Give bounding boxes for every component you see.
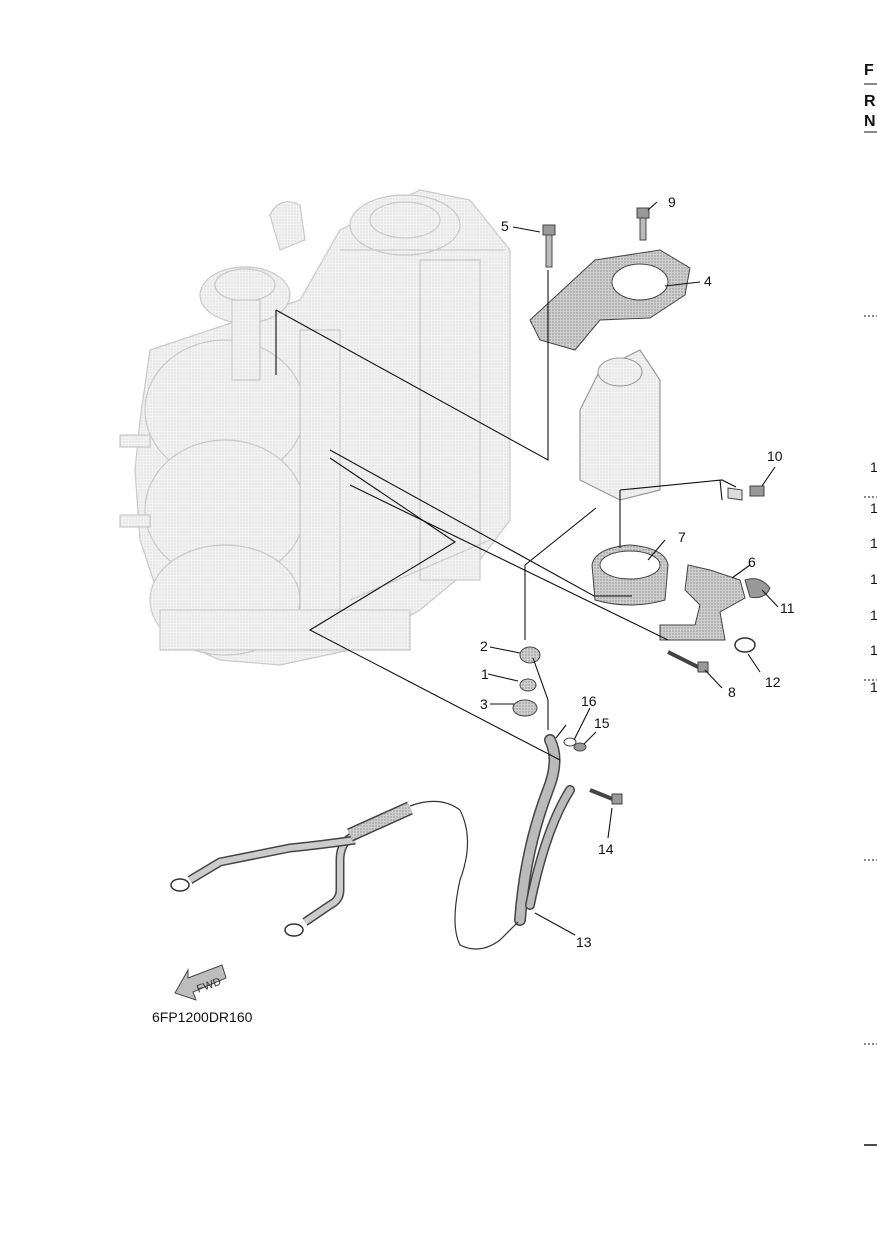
battery-cable-13-part — [170, 734, 575, 950]
header-letter-r: R — [864, 93, 876, 110]
forward-direction-arrow-icon: FWD — [174, 964, 227, 1001]
bolt-9-part — [636, 207, 650, 241]
callout-5: 5 — [501, 218, 509, 234]
callout-15: 15 — [594, 715, 610, 731]
starter-motor-part — [579, 349, 661, 501]
leader-lines — [275, 201, 779, 936]
right-col-item: 1 — [870, 679, 877, 695]
callout-3: 3 — [480, 696, 488, 712]
header-letter-n: N — [864, 113, 876, 130]
right-col-item: 1 — [870, 607, 877, 623]
clamp-12-part — [734, 637, 756, 653]
callout-14: 14 — [598, 841, 614, 857]
bolt-14-part — [589, 788, 623, 805]
callout-7: 7 — [678, 529, 686, 545]
callout-11: 11 — [780, 600, 795, 616]
bolt-5-part — [542, 224, 556, 268]
starter-band-7-part — [591, 544, 669, 606]
strap-6-part — [659, 564, 746, 641]
header-letter-f: F — [864, 62, 874, 79]
grommet-parts-1-2-3 — [512, 646, 541, 717]
clip-11-part — [744, 578, 771, 599]
right-col-item: 1 — [870, 459, 877, 475]
callout-1: 1 — [481, 666, 489, 682]
callout-6: 6 — [748, 554, 756, 570]
right-edge-column: F R N 1 1 1 1 1 1 1 — [864, 62, 877, 1146]
callout-2: 2 — [480, 638, 488, 654]
nut-washer-15-16-parts — [563, 737, 587, 752]
callout-4: 4 — [704, 273, 712, 289]
callout-8: 8 — [728, 684, 736, 700]
bolt-10-part — [727, 485, 765, 501]
right-col-item: 1 — [870, 535, 877, 551]
starter-bracket-part — [529, 249, 691, 351]
callout-13: 13 — [576, 934, 592, 950]
bolt-8-part — [667, 650, 709, 673]
right-col-item: 1 — [870, 500, 877, 516]
callout-10: 10 — [767, 448, 783, 464]
callout-12: 12 — [765, 674, 781, 690]
right-col-item: 1 — [870, 571, 877, 587]
figure-code: 6FP1200DR160 — [152, 1009, 253, 1025]
right-col-item: 1 — [870, 642, 877, 658]
callout-16: 16 — [581, 693, 597, 709]
engine-block-illustration — [119, 189, 511, 666]
callout-9: 9 — [668, 194, 676, 210]
